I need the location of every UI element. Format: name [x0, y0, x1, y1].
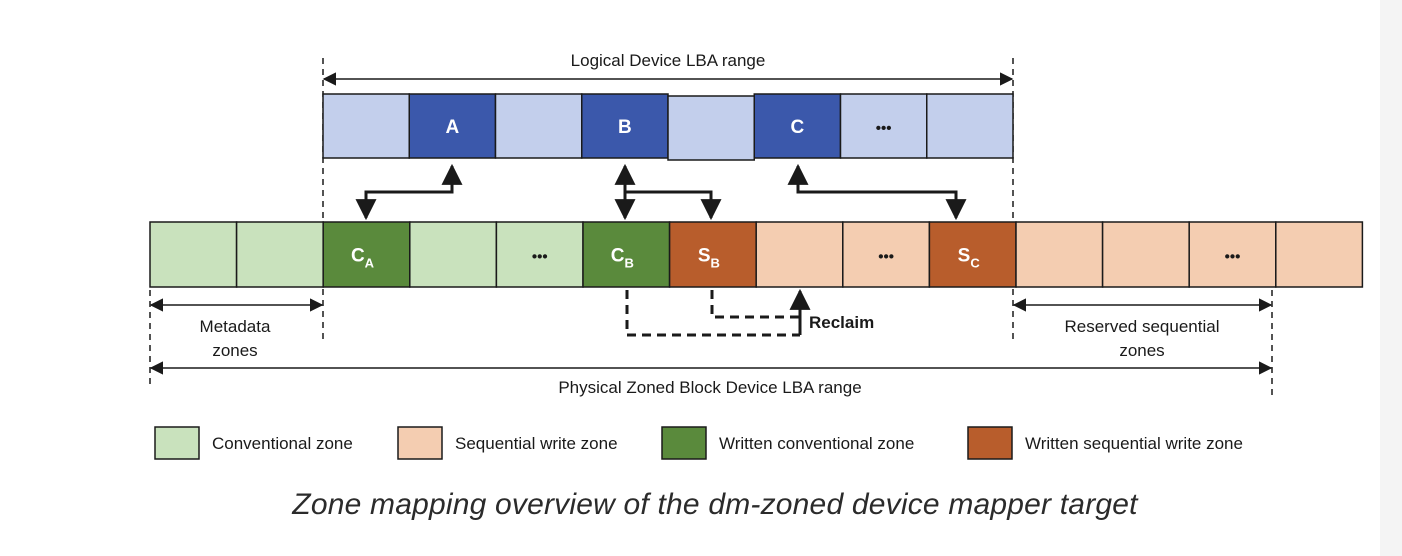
legend-swatch	[397, 426, 443, 460]
logical-zone-7	[926, 93, 1014, 159]
logical-zone-box	[408, 93, 497, 159]
physical-zone-5: CB	[582, 221, 671, 288]
metadata-label-line1: Metadata	[200, 317, 271, 336]
logical-zone-box	[494, 93, 583, 159]
physical-zone-box	[409, 221, 498, 288]
logical-zone-box	[839, 93, 928, 159]
physical-zone-label: •••	[1225, 249, 1241, 266]
page-edge-strip	[1380, 0, 1402, 556]
figure-caption: Zone mapping overview of the dm-zoned de…	[292, 488, 1138, 521]
reserved-label-line2: zones	[1119, 341, 1164, 360]
legend: Conventional zone Sequential write zone Wr…	[154, 426, 1243, 460]
legend-swatch	[154, 426, 200, 460]
physical-zone-box	[322, 221, 411, 288]
logical-zone-box	[581, 93, 669, 159]
logical-zone-box	[753, 93, 842, 159]
legend-item-conventional-zone: Conventional zone	[154, 426, 353, 460]
physical-zone-1	[235, 221, 324, 288]
physical-zone-box	[928, 221, 1017, 288]
physical-zone-label: SC	[958, 246, 981, 271]
logical-zone-5: C	[753, 93, 842, 159]
logical-zones-row: A B C •••	[322, 93, 1014, 161]
physical-zone-label: CB	[611, 246, 634, 271]
legend-label: Written sequential write zone	[1025, 434, 1243, 453]
physical-zone-13	[1275, 221, 1364, 288]
legend-swatch	[967, 426, 1013, 460]
physical-zone-0	[149, 221, 238, 288]
physical-range-label: Physical Zoned Block Device LBA range	[558, 378, 861, 397]
physical-zone-8: •••	[842, 221, 931, 288]
physical-zone-12: •••	[1188, 221, 1277, 288]
logical-zone-label: A	[446, 117, 460, 138]
logical-zone-2	[494, 93, 583, 159]
physical-zone-2: CA	[322, 221, 411, 288]
physical-zone-box	[582, 221, 671, 288]
logical-zone-0	[322, 93, 410, 159]
physical-zone-10	[1015, 221, 1104, 288]
physical-zone-box	[1188, 221, 1277, 288]
logical-zone-box	[667, 95, 755, 161]
physical-zone-box	[235, 221, 324, 288]
mapping-arrows	[355, 163, 967, 221]
mapping-arrow-c	[787, 163, 967, 221]
reclaim-label: Reclaim	[809, 313, 874, 332]
legend-item-written-conventional-zone: Written conventional zone	[661, 426, 914, 460]
reclaim-from-sb	[710, 290, 800, 319]
physical-zone-box	[495, 221, 584, 288]
zone-mapping-diagram: Logical Device LBA range A B C ••• CA ••• CB S…	[149, 51, 1364, 460]
physical-zone-11	[1101, 221, 1190, 288]
physical-zone-box	[1101, 221, 1190, 288]
logical-zone-box	[926, 93, 1014, 159]
physical-zone-box	[1275, 221, 1364, 288]
legend-label: Written conventional zone	[719, 434, 914, 453]
physical-zone-label: SB	[698, 246, 720, 271]
logical-zone-label: •••	[876, 120, 892, 137]
logical-zone-1: A	[408, 93, 497, 159]
legend-item-written-sequential-zone: Written sequential write zone	[967, 426, 1243, 460]
physical-zone-label: CA	[351, 246, 375, 271]
legend-label: Conventional zone	[212, 434, 353, 453]
reclaim-from-cb	[625, 290, 800, 337]
physical-zone-label: •••	[532, 249, 548, 266]
logical-zone-4	[667, 95, 755, 161]
reserved-label-line1: Reserved sequential	[1065, 317, 1220, 336]
physical-zone-6: SB	[668, 221, 757, 288]
physical-zone-label: •••	[878, 249, 894, 266]
physical-zone-4: •••	[495, 221, 584, 288]
logical-zone-label: B	[618, 117, 632, 138]
physical-zone-9: SC	[928, 221, 1017, 288]
physical-zone-7	[755, 221, 844, 288]
logical-zone-3: B	[581, 93, 669, 159]
legend-swatch	[661, 426, 707, 460]
legend-label: Sequential write zone	[455, 434, 618, 453]
metadata-label-line2: zones	[212, 341, 257, 360]
logical-zone-6: •••	[839, 93, 928, 159]
physical-zone-box	[668, 221, 757, 288]
mapping-arrow-a	[355, 163, 463, 221]
physical-zone-box	[755, 221, 844, 288]
logical-zone-box	[322, 93, 410, 159]
reclaim-path	[625, 290, 800, 337]
logical-range-label: Logical Device LBA range	[571, 51, 766, 70]
legend-item-sequential-zone: Sequential write zone	[397, 426, 618, 460]
logical-zone-label: C	[791, 117, 805, 138]
physical-zones-row: CA ••• CB SB ••• SC •••	[149, 221, 1364, 288]
physical-zone-box	[149, 221, 238, 288]
physical-zone-3	[409, 221, 498, 288]
physical-zone-box	[1015, 221, 1104, 288]
physical-zone-box	[842, 221, 931, 288]
mapping-arrow-b-sb	[625, 190, 722, 221]
